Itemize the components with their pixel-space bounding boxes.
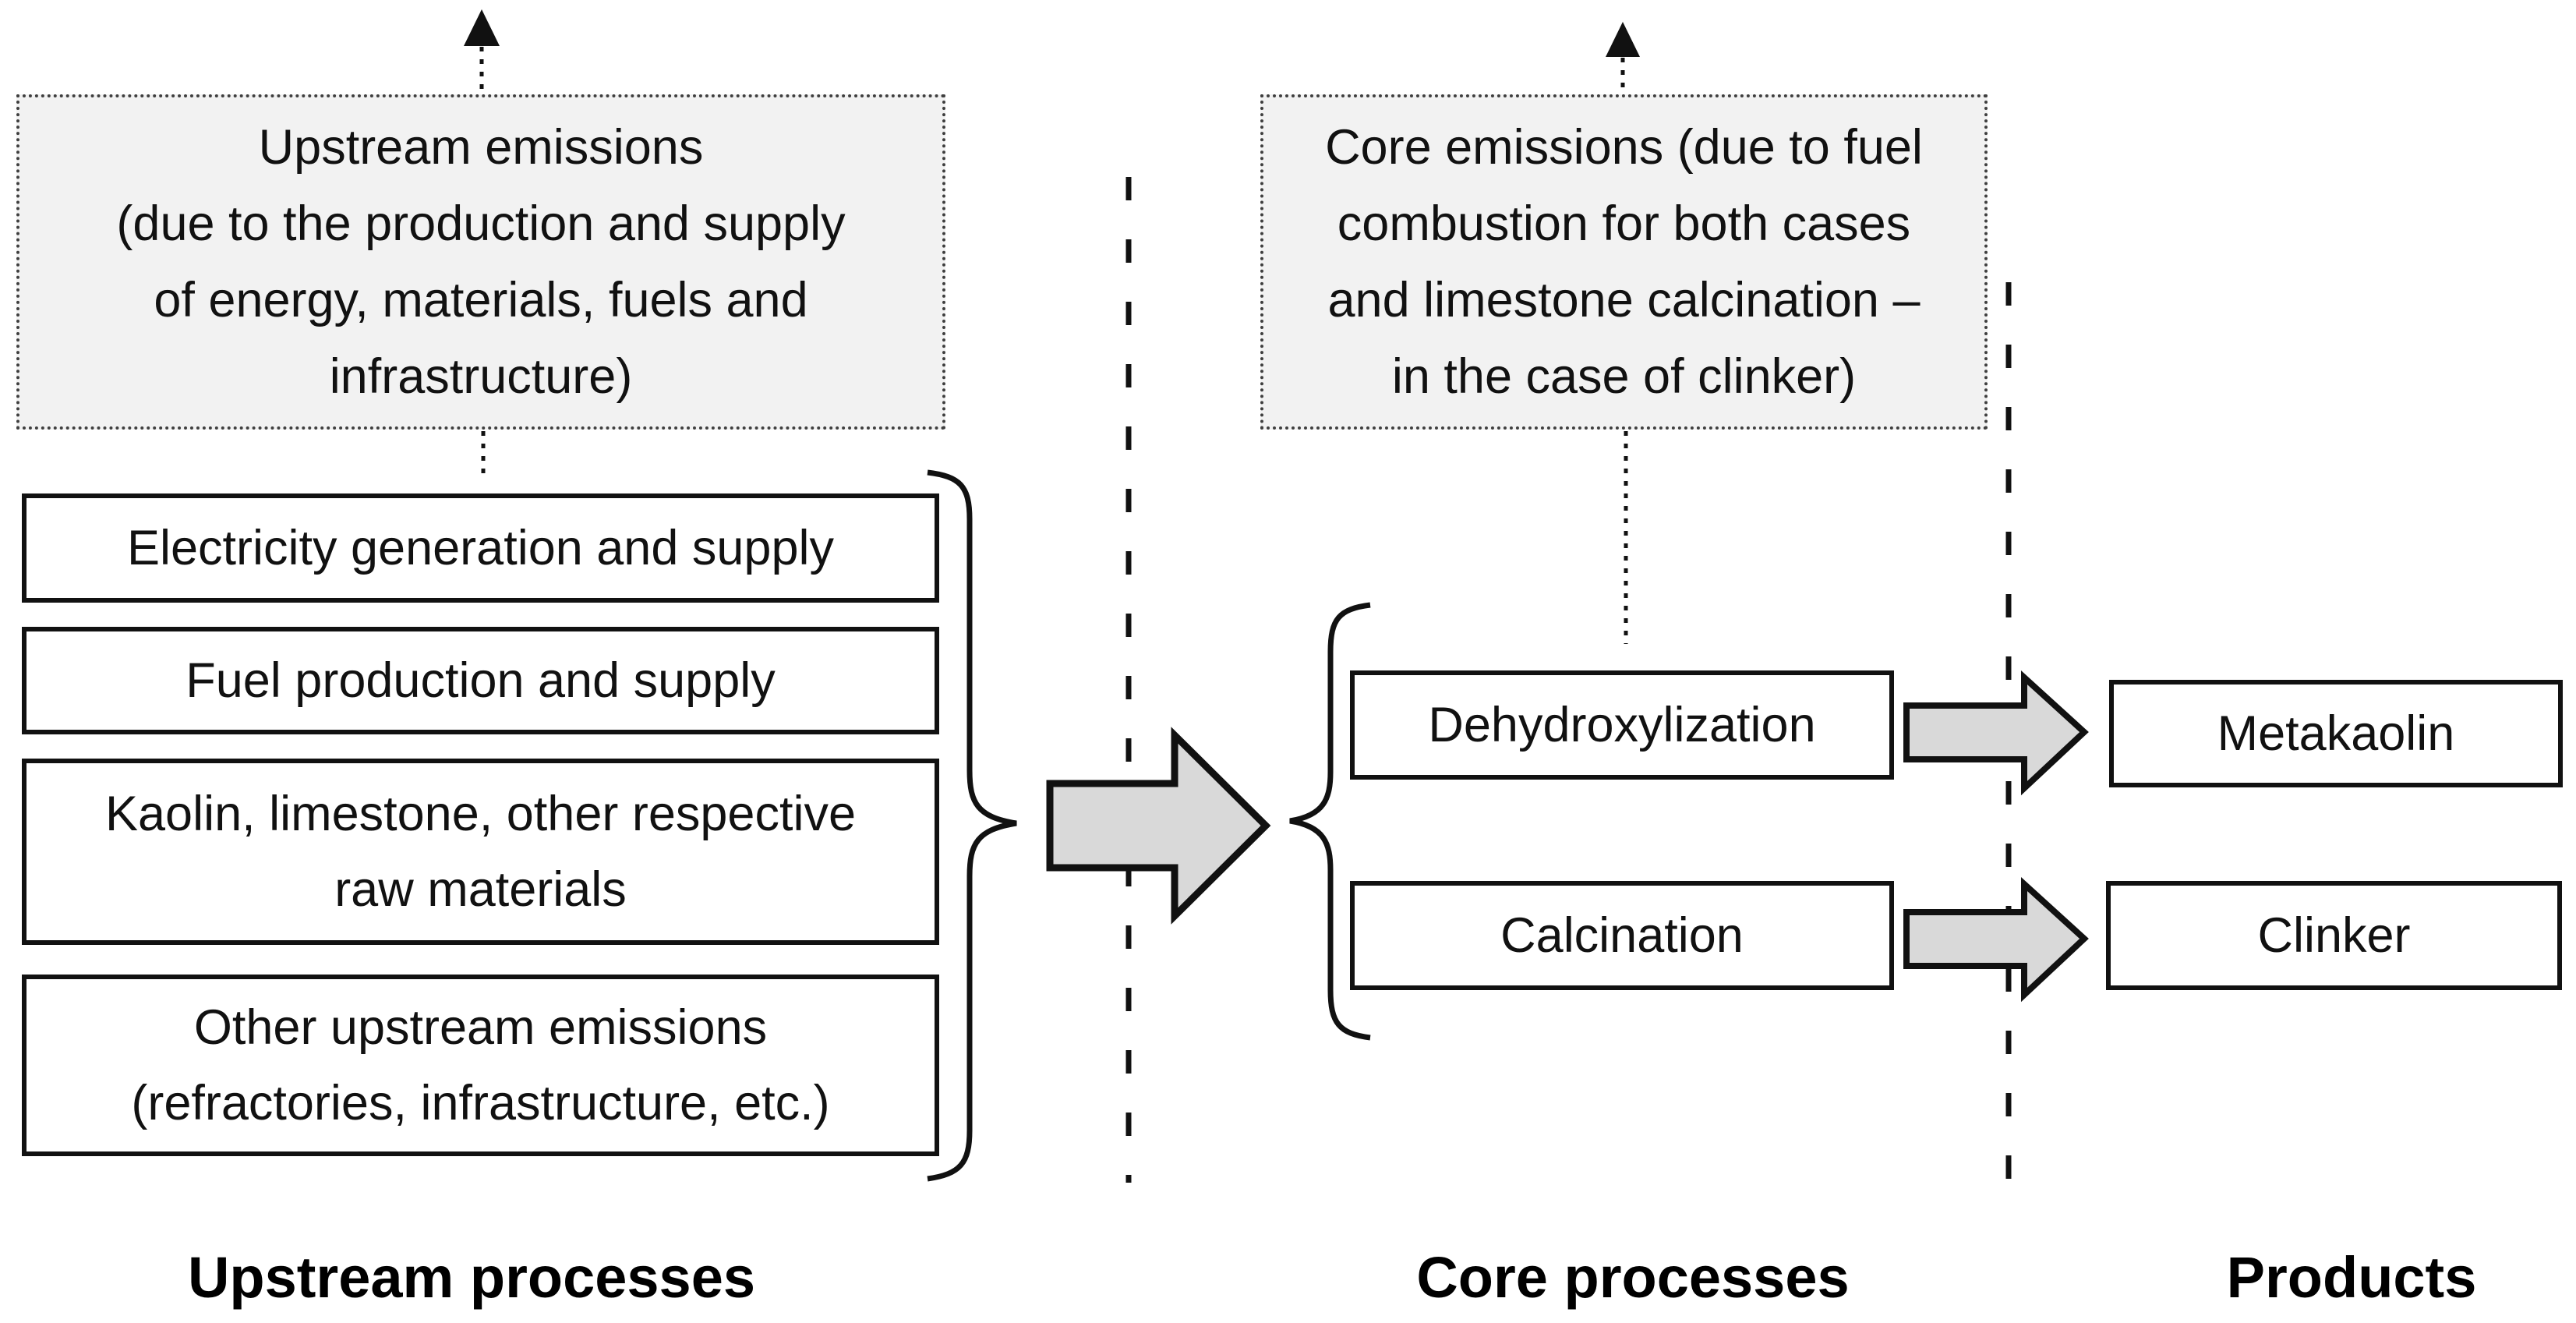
core-group-brace — [1289, 602, 1371, 1041]
note-line: (due to the production and supply — [116, 196, 846, 251]
product-box-metakaolin: Metakaolin — [2109, 680, 2563, 787]
upstream-emissions-note: Upstream emissions (due to the productio… — [16, 94, 945, 430]
note-line: and limestone calcination – — [1327, 273, 1921, 327]
process-box-other-upstream: Other upstream emissions (refractories, … — [22, 975, 939, 1156]
note-line: of energy, materials, fuels and — [154, 273, 808, 327]
product-box-label: Clinker — [2257, 907, 2411, 963]
process-box-label: Calcination — [1500, 907, 1744, 963]
flow-arrow-dehydroxylization-to-metakaolin-icon — [1903, 670, 2089, 796]
footer-label-core-processes: Core processes — [1416, 1245, 1850, 1310]
flow-arrow-upstream-to-core-icon — [1046, 727, 1271, 925]
process-box-electricity: Electricity generation and supply — [22, 493, 939, 603]
process-box-label: Electricity generation and supply — [126, 520, 834, 575]
process-box-label: (refractories, infrastructure, etc.) — [131, 1075, 830, 1130]
footer-label-products: Products — [2226, 1245, 2477, 1310]
process-box-label: Dehydroxylization — [1428, 697, 1816, 752]
core-emissions-arrowhead-icon — [1606, 22, 1640, 57]
note-line: infrastructure) — [329, 349, 633, 404]
core-emissions-note: Core emissions (due to fuel combustion f… — [1260, 94, 1988, 430]
process-box-fuel: Fuel production and supply — [22, 627, 939, 734]
note-line: Core emissions (due to fuel — [1325, 120, 1923, 175]
upstream-group-brace — [927, 469, 1017, 1182]
product-box-clinker: Clinker — [2106, 881, 2562, 990]
process-box-label: Other upstream emissions — [193, 999, 768, 1055]
note-line: in the case of clinker) — [1391, 349, 1857, 404]
flow-arrow-calcination-to-clinker-icon — [1903, 876, 2089, 1003]
note-line: Upstream emissions — [258, 120, 704, 175]
upstream-emissions-arrowhead-icon — [464, 9, 500, 46]
process-box-dehydroxylization: Dehydroxylization — [1350, 670, 1894, 780]
footer-label-upstream-processes: Upstream processes — [187, 1245, 756, 1310]
note-line: combustion for both cases — [1337, 196, 1911, 251]
process-box-label: Kaolin, limestone, other respective — [105, 786, 856, 841]
product-box-label: Metakaolin — [2217, 706, 2455, 761]
process-box-label: Fuel production and supply — [186, 653, 776, 708]
process-box-calcination: Calcination — [1350, 881, 1894, 990]
process-box-label: raw materials — [334, 861, 627, 917]
process-box-raw-materials: Kaolin, limestone, other respective raw … — [22, 759, 939, 945]
